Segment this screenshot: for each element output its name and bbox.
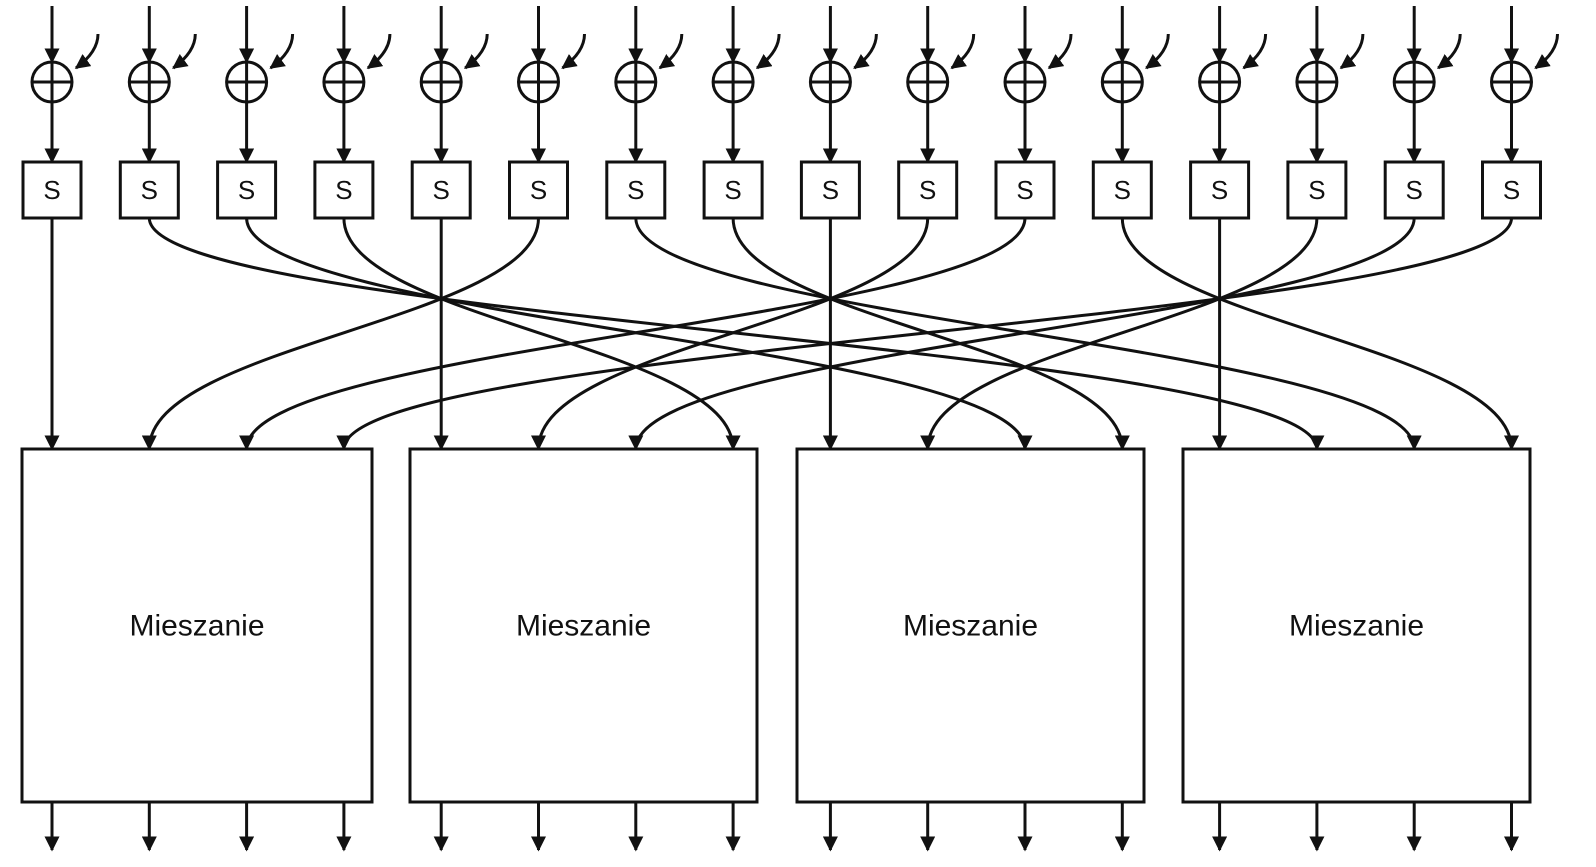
sbox-label: S (1016, 175, 1033, 205)
round-key-arrow (366, 33, 392, 70)
shift-rows-wire (342, 217, 741, 451)
mix-block (1181, 447, 1532, 804)
sbox-label: S (919, 175, 936, 205)
sbox-label: S (238, 175, 255, 205)
sbox (1189, 160, 1251, 220)
mix-label: Mieszanie (516, 610, 651, 643)
sbox-label: S (724, 175, 741, 205)
sbox-label: S (1114, 175, 1131, 205)
mix-label: Mieszanie (1289, 610, 1424, 643)
sbox-label: S (43, 175, 60, 205)
shift-rows-wire (634, 217, 1422, 451)
round-key-arrow (1534, 33, 1559, 70)
round-key-arrow (658, 33, 684, 70)
round-key-arrow (463, 33, 489, 70)
round-key-arrow (755, 33, 781, 70)
shift-rows-wire (920, 217, 1319, 451)
round-key-arrow (1436, 33, 1462, 70)
sbox (508, 160, 569, 220)
sbox (799, 160, 861, 220)
round-key-arrow (172, 33, 197, 70)
round-key-arrow (950, 33, 976, 70)
round-key-arrow (269, 33, 295, 70)
sbox (410, 160, 472, 220)
sbox-label: S (822, 175, 839, 205)
mix-label: Mieszanie (129, 610, 264, 643)
sbox (1383, 160, 1445, 220)
mix-block (795, 447, 1146, 804)
round-key-arrow (1047, 33, 1073, 70)
sbox (605, 160, 667, 220)
sbox (897, 160, 959, 220)
sbox-label: S (141, 175, 158, 205)
mix-block (20, 447, 374, 804)
shift-rows-wire (147, 217, 1325, 451)
round-key-arrow (1145, 33, 1170, 70)
sbox (1091, 160, 1153, 220)
shift-rows-wire (141, 217, 540, 451)
round-key-arrow (1339, 33, 1365, 70)
mix-label: Mieszanie (903, 610, 1038, 643)
nodes: S S S S S S S S S S S S S S S S Mieszanie Mieszanie Miesza… (20, 60, 1542, 804)
sbox (702, 160, 764, 220)
sbox-label: S (433, 175, 450, 205)
wires (44, 6, 1559, 852)
sbox-label: S (1503, 175, 1520, 205)
sbox (118, 160, 180, 220)
sbox (1286, 160, 1348, 220)
sbox (313, 160, 375, 220)
sbox-label: S (1211, 175, 1228, 205)
sbox (21, 160, 83, 220)
sbox (216, 160, 278, 220)
sbox-label: S (335, 175, 352, 205)
sbox (994, 160, 1056, 220)
round-key-arrow (1242, 33, 1268, 70)
shift-rows-wire (245, 217, 1033, 451)
sbox-label: S (530, 175, 547, 205)
round-key-arrow (853, 33, 878, 70)
sbox-label: S (1406, 175, 1423, 205)
sbox (1481, 160, 1542, 220)
round-key-arrow (74, 33, 100, 70)
shift-rows-wire (731, 217, 1130, 451)
round-key-arrow (561, 33, 586, 70)
shift-rows-wire (1120, 217, 1519, 451)
mix-block (408, 447, 759, 804)
sbox-label: S (1308, 175, 1325, 205)
sbox-label: S (627, 175, 644, 205)
